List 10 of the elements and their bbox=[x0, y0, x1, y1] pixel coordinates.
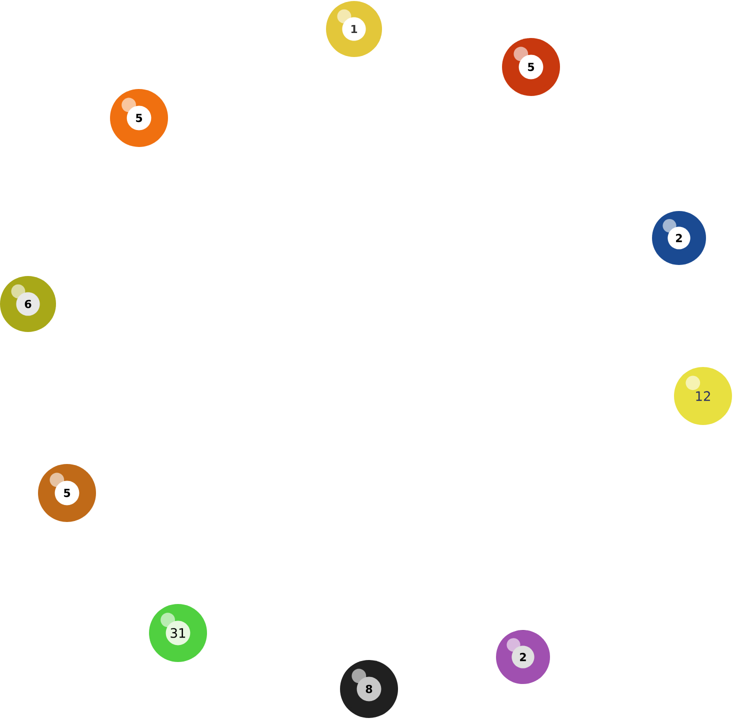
billiard-ball: 6 bbox=[0, 276, 56, 332]
billiard-ball: 12 bbox=[674, 367, 732, 425]
billiard-ball: 5 bbox=[110, 89, 168, 147]
billiard-ball: 5 bbox=[38, 464, 96, 522]
billiard-ball: 2 bbox=[652, 211, 706, 265]
billiard-ball: 2 bbox=[496, 630, 550, 684]
billiard-ball: 1 bbox=[326, 1, 382, 57]
billiard-ball: 5 bbox=[502, 38, 560, 96]
billiard-ball: 8 bbox=[340, 660, 398, 718]
billiard-ball: 31 bbox=[149, 604, 207, 662]
